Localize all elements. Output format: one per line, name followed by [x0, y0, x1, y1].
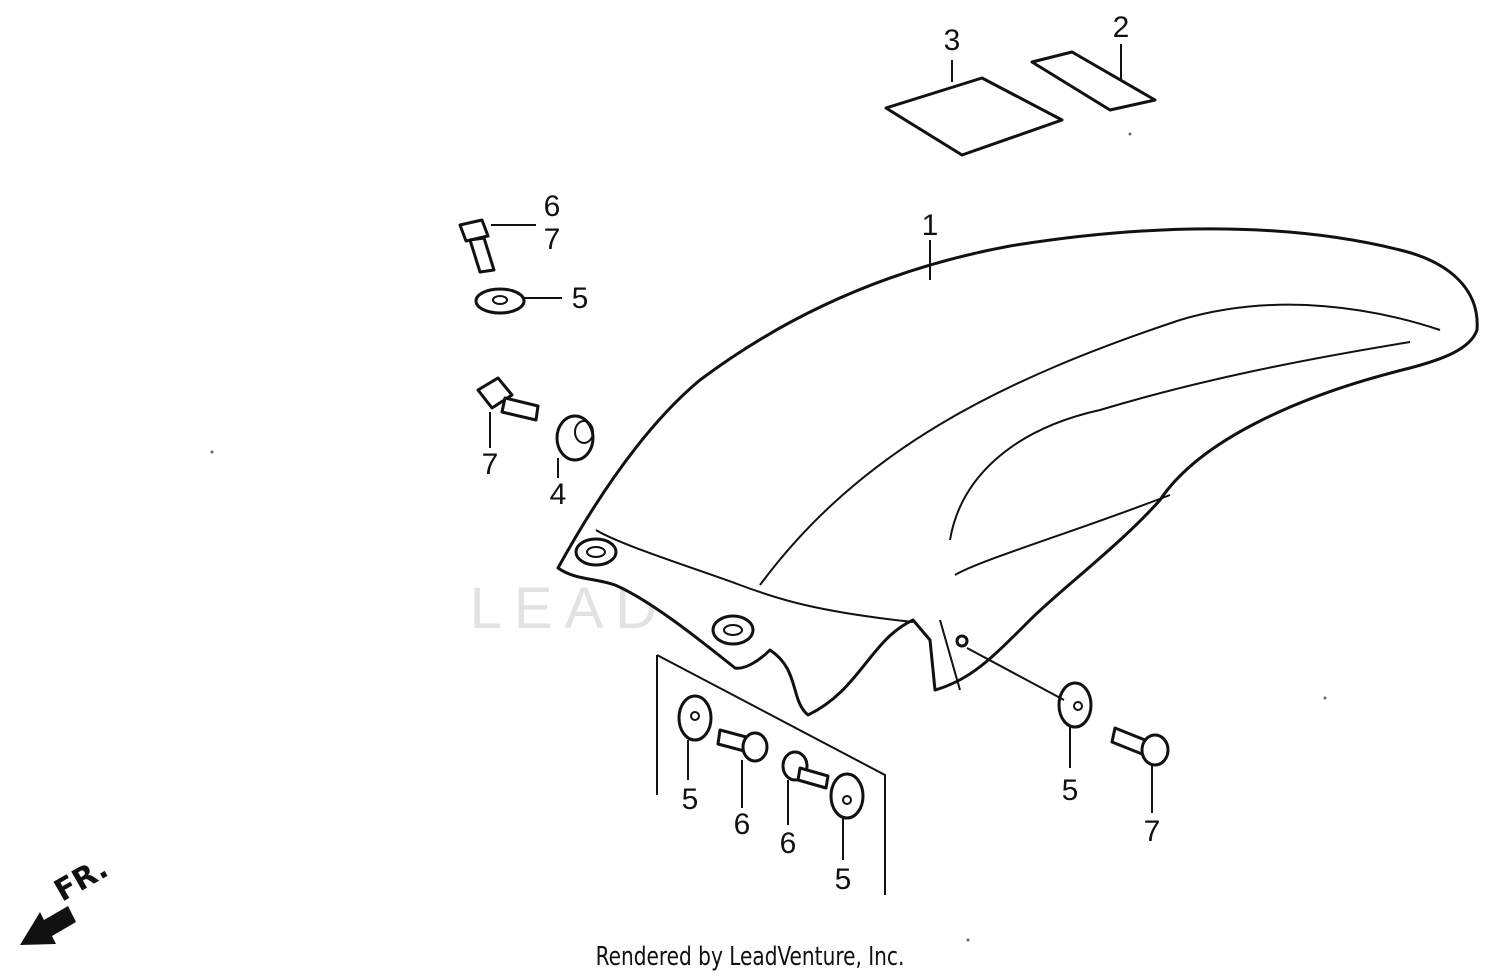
bolt-6-7-top — [458, 218, 496, 274]
fender-mount-hole — [711, 614, 755, 646]
washer-5-right — [1057, 681, 1093, 729]
callout-5-bottom-b: 5 — [835, 863, 852, 896]
callout-6-top: 6 — [544, 190, 561, 223]
washer-5-top — [474, 287, 526, 315]
callout-5-right: 5 — [1062, 774, 1079, 807]
callout-5-top: 5 — [572, 282, 589, 315]
callout-1: 1 — [922, 209, 939, 242]
washer-5-bottom-a — [677, 694, 713, 742]
speck — [210, 450, 214, 454]
front-direction-arrow-icon — [20, 906, 76, 945]
washer-5-bottom-b — [829, 772, 865, 820]
render-credit: Rendered by LeadVenture, Inc. — [595, 942, 905, 972]
bolt-7-left — [476, 376, 540, 422]
callout-3: 3 — [944, 24, 961, 57]
bolt-7-right — [1110, 726, 1170, 767]
callout-5-bottom-a: 5 — [682, 783, 699, 816]
callout-4: 4 — [550, 478, 567, 511]
rear-fender — [556, 227, 1479, 717]
grommet-4 — [555, 414, 595, 462]
bolt-6-bottom-a — [716, 728, 769, 763]
decal-2 — [1030, 50, 1157, 112]
speck — [1128, 132, 1132, 136]
group-bracket — [656, 654, 886, 895]
callout-7-right: 7 — [1144, 815, 1161, 848]
callout-6-bottom-b: 6 — [780, 827, 797, 860]
callout-7-left: 7 — [482, 448, 499, 481]
callout-6-bottom-a: 6 — [734, 808, 751, 841]
callout-2: 2 — [1113, 11, 1130, 44]
leader-lines — [489, 44, 1153, 860]
bolt-6-bottom-b — [781, 750, 830, 790]
speck — [966, 938, 970, 942]
callout-7-top: 7 — [544, 223, 561, 256]
fender-side-hole — [955, 634, 969, 648]
decal-3 — [884, 76, 1064, 157]
fender-mount-hole — [574, 537, 618, 567]
speck — [1323, 696, 1327, 700]
